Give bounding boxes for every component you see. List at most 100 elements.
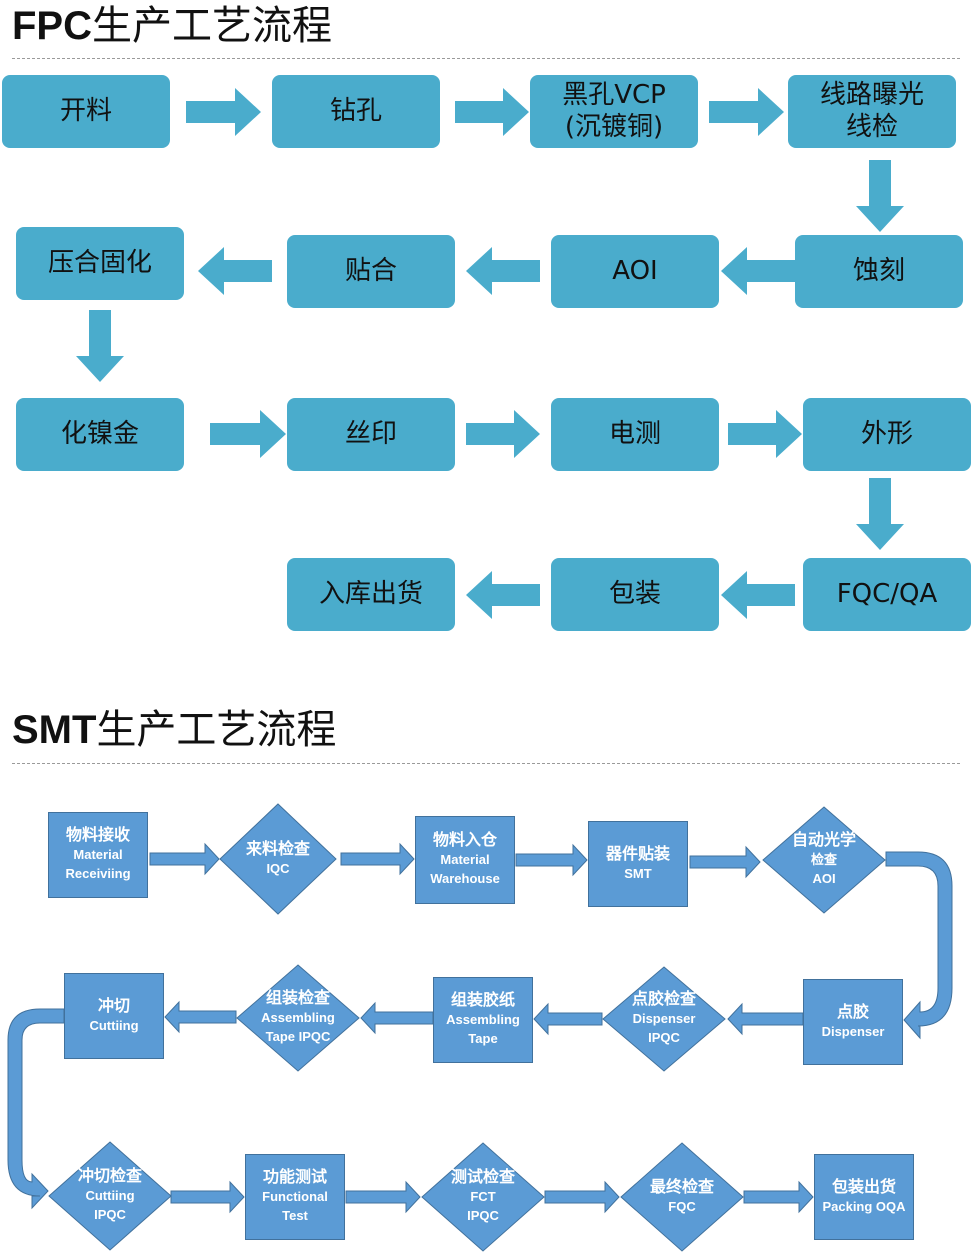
fpc-step-label: FQC/QA — [836, 578, 938, 609]
fpc-title-en: FPC — [12, 4, 92, 48]
smt-step-en-label: SMT — [624, 865, 652, 881]
smt-arrow-14 — [743, 1180, 814, 1214]
fpc-step-6: AOI — [551, 235, 719, 308]
smt-diamond-shape — [236, 964, 360, 1072]
smt-arrow-9 — [164, 1000, 237, 1034]
fpc-title: FPC生产工艺流程 — [12, 6, 332, 46]
smt-step-en-label: Assembling — [261, 1010, 335, 1026]
smt-step-en-label: IPQC — [648, 1030, 680, 1045]
smt-step-6: 点胶 Dispenser — [803, 979, 903, 1065]
smt-arrow-3 — [515, 843, 588, 877]
fpc-title-rule — [12, 58, 960, 59]
smt-step-cn-label: 最终检查 — [649, 1178, 714, 1196]
smt-arrow-11 — [170, 1180, 245, 1214]
fpc-arrow-4 — [856, 160, 904, 232]
fpc-step-label: 丝印 — [344, 418, 397, 449]
smt-title-cn: 生产工艺流程 — [96, 707, 337, 753]
fpc-step-5: 蚀刻 — [795, 235, 963, 308]
fpc-step-label: 压合固化 — [47, 247, 152, 278]
fpc-arrow-9 — [210, 410, 286, 458]
smt-arrow-5 — [885, 851, 953, 1040]
smt-step-cn-label: 器件贴装 — [605, 845, 670, 863]
smt-arrow-13 — [544, 1180, 620, 1214]
smt-step-en-label: Dispenser — [821, 1023, 885, 1039]
smt-diamond-shape — [602, 966, 726, 1072]
smt-step-4: 器件贴装 SMT — [588, 821, 688, 907]
smt-step-cn-label: 冲切 — [97, 997, 130, 1015]
smt-step-en-label: Material — [440, 852, 490, 868]
fpc-step-3: 黑孔VCP(沉镀铜) — [530, 75, 698, 148]
fpc-step-label: 入库出货 — [318, 578, 423, 609]
smt-step-cn-label: 物料接收 — [65, 827, 130, 845]
smt-step-en-label: IPQC — [94, 1207, 126, 1222]
smt-step-10: 冲切 Cuttiing — [64, 973, 164, 1059]
fpc-step-2: 钻孔 — [272, 75, 440, 148]
smt-step-cn-label: 物料入仓 — [432, 832, 497, 850]
smt-step-cn-label: 测试检查 — [450, 1169, 515, 1187]
smt-arrow-8 — [360, 1001, 434, 1035]
fpc-step-label: 钻孔 — [329, 95, 382, 126]
smt-step-en-label: Cuttiing — [85, 1188, 135, 1204]
fpc-step-8: 压合固化 — [16, 227, 184, 300]
smt-arrow-6 — [727, 1002, 804, 1036]
fpc-step-label: 包装 — [608, 578, 661, 609]
fpc-step-10: 丝印 — [287, 398, 455, 471]
smt-step-en-label: Assembling — [446, 1012, 520, 1028]
fpc-step-11: 电测 — [551, 398, 719, 471]
smt-step-en-label: AOI — [812, 871, 836, 886]
smt-step-cn-label: 来料检查 — [245, 840, 310, 858]
smt-diamond-shape — [48, 1141, 172, 1251]
smt-step-cn-label: 自动光学 — [791, 832, 856, 850]
smt-step-en-label: Test — [282, 1208, 308, 1223]
smt-step-en-label: IQC — [266, 860, 290, 876]
fpc-step-label: 化镍金 — [60, 418, 139, 449]
fpc-step-label: 电测 — [608, 418, 661, 449]
fpc-step-7: 贴合 — [287, 235, 455, 308]
smt-arrow-7 — [533, 1002, 603, 1036]
fpc-arrow-10 — [466, 410, 540, 458]
fpc-step-15: 入库出货 — [287, 558, 455, 631]
smt-step-cn-label: 组装胶纸 — [450, 992, 515, 1010]
fpc-step-4: 线路曝光线检 — [788, 75, 956, 148]
fpc-arrow-12 — [856, 478, 904, 550]
smt-step-2: 来料检查 IQC — [219, 803, 337, 915]
fpc-step-label: 贴合 — [344, 255, 397, 286]
smt-step-en-label: Dispenser — [632, 1011, 696, 1027]
smt-title-rule — [12, 763, 960, 764]
smt-step-en-label: FCT — [470, 1189, 496, 1205]
smt-step-5: 自动光学检查 AOI — [762, 806, 886, 914]
fpc-step-13: FQC/QA — [803, 558, 971, 631]
smt-title-en: SMT — [12, 708, 97, 752]
fpc-title-cn: 生产工艺流程 — [92, 3, 332, 49]
smt-step-cn-label: 点胶 — [836, 1003, 869, 1021]
fpc-step-12: 外形 — [803, 398, 971, 471]
smt-step-en-label: Cuttiing — [89, 1017, 139, 1033]
fpc-step-9: 化镍金 — [16, 398, 184, 471]
fpc-arrow-1 — [186, 88, 261, 136]
fpc-step-label: 线路曝光 — [819, 80, 924, 111]
fpc-step-14: 包装 — [551, 558, 719, 631]
smt-step-en-label: 检查 — [810, 852, 837, 868]
smt-arrow-10 — [7, 1008, 65, 1210]
smt-arrow-1 — [149, 842, 220, 876]
fpc-arrow-11 — [728, 410, 802, 458]
smt-arrow-12 — [345, 1180, 421, 1214]
smt-diamond-shape — [421, 1142, 545, 1252]
smt-step-en-label: Tape — [468, 1031, 498, 1046]
smt-step-cn-label: 包装出货 — [831, 1178, 896, 1196]
fpc-step-label: 线检 — [845, 111, 898, 142]
fpc-arrow-14 — [466, 571, 540, 619]
fpc-arrow-5 — [721, 247, 795, 295]
fpc-arrow-6 — [466, 247, 540, 295]
fpc-step-1: 开料 — [2, 75, 170, 148]
fpc-arrow-13 — [721, 571, 795, 619]
fpc-step-label: 蚀刻 — [852, 255, 905, 286]
smt-arrow-2 — [340, 842, 415, 876]
